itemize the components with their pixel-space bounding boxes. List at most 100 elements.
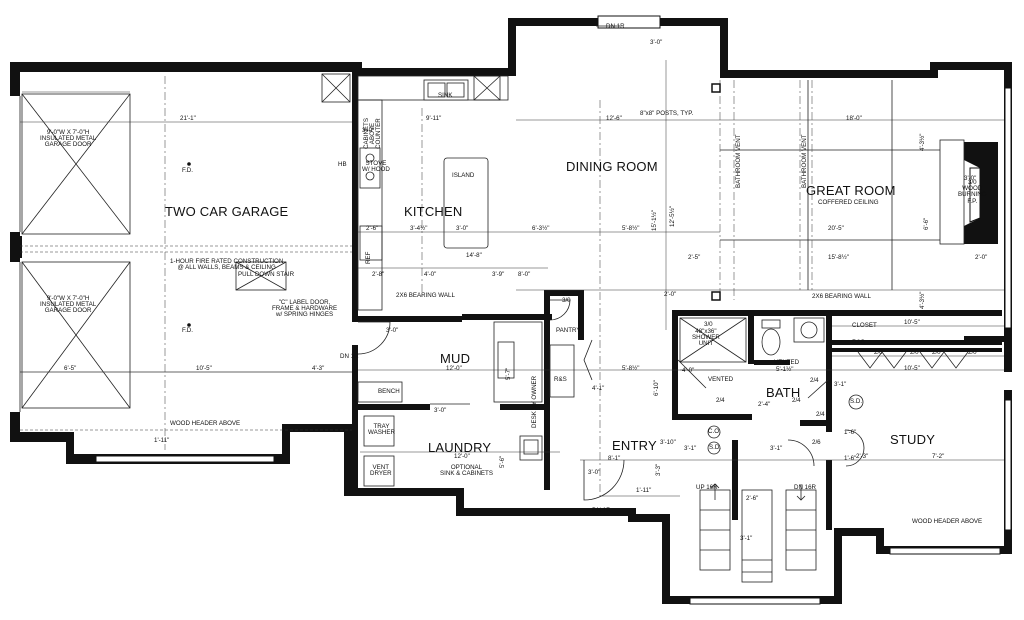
dim: 3'-0" xyxy=(456,225,469,232)
dim: 2/4 xyxy=(810,377,819,384)
dim: 15'-8½" xyxy=(828,254,849,261)
great-room-grid xyxy=(516,25,1004,500)
dim: 3'-1" xyxy=(684,445,697,452)
room-label-kitchen: KITCHEN xyxy=(404,204,463,219)
dim: 2/4 xyxy=(816,411,825,418)
dim: 3'-10" xyxy=(660,439,676,446)
garage-door-openings xyxy=(10,91,131,412)
note-bath-vent-2: BATHROOM VENT xyxy=(801,134,808,188)
note-posts: 8"x8" POSTS, TYP. xyxy=(640,110,694,117)
interior-walls xyxy=(352,68,1004,530)
dim: 10'-5" xyxy=(196,365,212,372)
note-island: ISLAND xyxy=(452,172,475,179)
note-dn1r-entry: DN 1R xyxy=(592,507,611,514)
dim: 3'-4½" xyxy=(410,225,428,232)
dim: 9'-11" xyxy=(426,115,442,122)
note-sink: SINK xyxy=(438,92,453,99)
dim: 12'-0" xyxy=(454,453,470,460)
dim: 10'-5" xyxy=(904,365,920,372)
note-up16r: UP 16R xyxy=(696,484,718,491)
dim: 12'-0" xyxy=(446,365,462,372)
dim: 2/0 xyxy=(910,349,919,356)
room-label-dining: DINING ROOM xyxy=(566,159,658,174)
note-dn1r-top: DN 1R xyxy=(606,23,625,30)
dim: 1'-11" xyxy=(154,437,170,444)
dim: 7'-2" xyxy=(932,453,945,460)
dim: 3'-0" xyxy=(964,175,977,182)
dim: 1'-6" xyxy=(844,429,857,436)
dim: 3'-3" xyxy=(655,463,662,476)
dim: 3/0 xyxy=(562,297,571,304)
note-wood-header-1: WOOD HEADER ABOVE xyxy=(170,420,241,427)
dim: 20'-5" xyxy=(828,225,844,232)
dim: 4'-3½" xyxy=(919,133,926,151)
dim: 15'-1½" xyxy=(651,210,658,231)
note-garage-door-2: 9'-0"W X 7'-0"H INSULATED METAL GARAGE D… xyxy=(40,295,97,315)
note-closet: CLOSET xyxy=(852,322,877,329)
note-floor-drain-1: F.D. xyxy=(182,167,193,174)
dim: 2'-3" xyxy=(856,453,869,460)
dim: 6'-3½" xyxy=(532,225,550,232)
note-rs-2: R&S xyxy=(554,376,567,383)
dim: 2/4 xyxy=(792,397,801,404)
room-label-entry: ENTRY xyxy=(612,438,657,453)
note-vented-1: VENTED xyxy=(708,376,734,383)
dim: 4'-3" xyxy=(312,365,325,372)
dim: 6'-6" xyxy=(923,217,930,230)
note-shower-unit: 48"x36" SHOWER UNIT xyxy=(692,328,720,348)
dim: 1'-11" xyxy=(636,487,652,494)
dim: 4'-0" xyxy=(682,367,695,374)
note-bearing-wall-2: 2X6 BEARING WALL xyxy=(812,293,871,300)
room-label-mud: MUD xyxy=(440,351,471,366)
dim: 5'-8½" xyxy=(622,365,640,372)
note-dn1r-garage: DN 1R xyxy=(340,353,359,360)
dim: 5'-1½" xyxy=(776,366,794,373)
note-floor-drain-2: F.D. xyxy=(182,327,193,334)
bath-fixtures xyxy=(679,317,825,363)
dim: 2/6 xyxy=(812,439,821,446)
dim: 12'-5½" xyxy=(669,206,676,227)
room-label-laundry: LAUNDRY xyxy=(428,440,492,455)
dim: 3'-0" xyxy=(434,407,447,414)
note-bearing-wall-1: 2X6 BEARING WALL xyxy=(396,292,455,299)
dim: 3'-0" xyxy=(362,127,375,134)
dim: 2'-6" xyxy=(366,225,379,232)
note-coffered-ceiling: COFFERED CEILING xyxy=(818,199,879,206)
note-hose-bib: HB xyxy=(338,161,347,168)
room-label-bath: BATH xyxy=(766,385,801,400)
note-ref: REF xyxy=(365,251,372,264)
dim: 5'-8½" xyxy=(622,225,640,232)
dim: 21'-1" xyxy=(180,115,196,122)
windows xyxy=(95,15,1012,605)
dim: 12'-6" xyxy=(606,115,622,122)
note-fire-rated: 1-HOUR FIRE RATED CONSTRUCTION @ ALL WAL… xyxy=(170,258,284,272)
note-rs-1: R&S xyxy=(852,339,865,346)
note-bench: BENCH xyxy=(378,388,400,395)
dim: 3/0 xyxy=(704,321,713,328)
dim: 4'-0" xyxy=(424,271,437,278)
dim: 3'-0" xyxy=(386,327,399,334)
stairs xyxy=(699,483,817,583)
dim: 2/4 xyxy=(716,397,725,404)
dim: 18'-0" xyxy=(846,115,862,122)
note-wood-burning-fp: 3/0 WOOD BURNING F.P. xyxy=(958,179,987,205)
dim: 3'-1" xyxy=(770,445,783,452)
fireplace xyxy=(939,139,998,245)
detectors xyxy=(707,394,864,455)
dim: 6'-10" xyxy=(653,380,660,396)
dim: 2'-6" xyxy=(746,495,759,502)
dim: 6'-5" xyxy=(64,365,77,372)
dim: 2/0 xyxy=(968,349,977,356)
dim: 2'-0" xyxy=(664,291,677,298)
note-sd-2: S.D. xyxy=(850,398,863,405)
dim: 8'-1" xyxy=(608,455,621,462)
dim: 4'-3½" xyxy=(919,291,926,309)
dim: 3'-0" xyxy=(650,39,663,46)
room-label-garage: TWO CAR GARAGE xyxy=(165,204,289,219)
dim: 3'-9" xyxy=(492,271,505,278)
room-label-study: STUDY xyxy=(890,432,936,447)
note-sd-1: S.D. xyxy=(709,444,722,451)
dim: 2'-8" xyxy=(372,271,385,278)
dim: 4'-1" xyxy=(592,385,605,392)
